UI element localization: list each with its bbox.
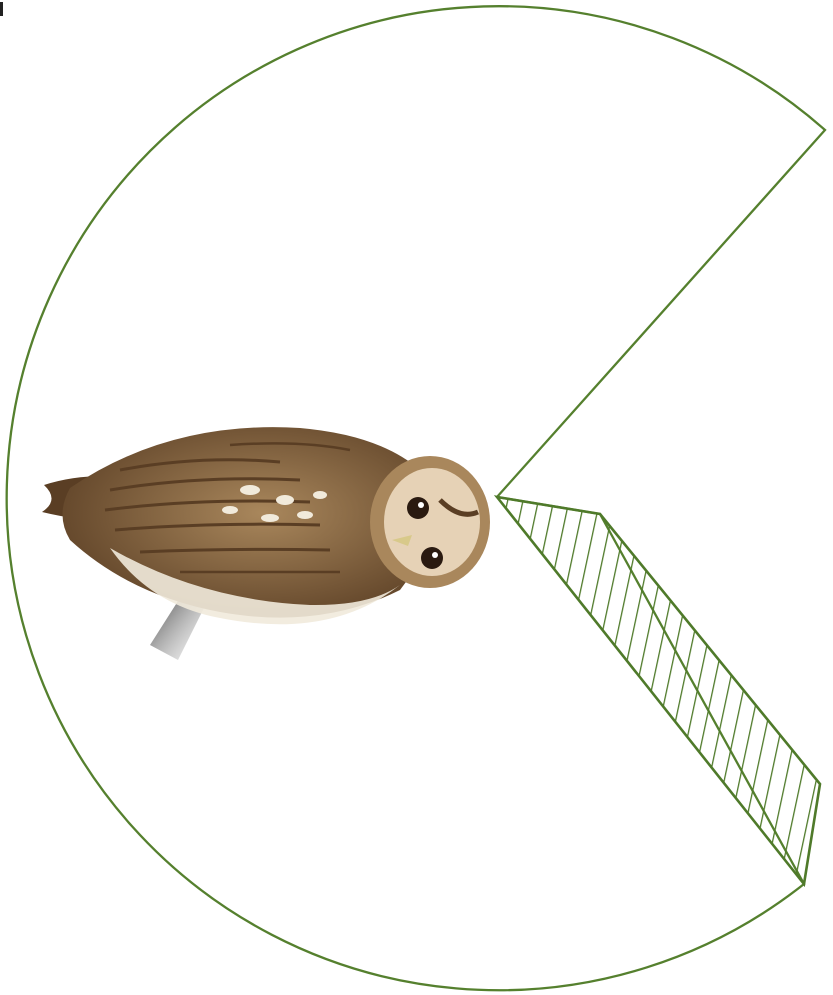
binocular-overlap-region — [497, 497, 820, 884]
owl-icon — [42, 427, 490, 660]
